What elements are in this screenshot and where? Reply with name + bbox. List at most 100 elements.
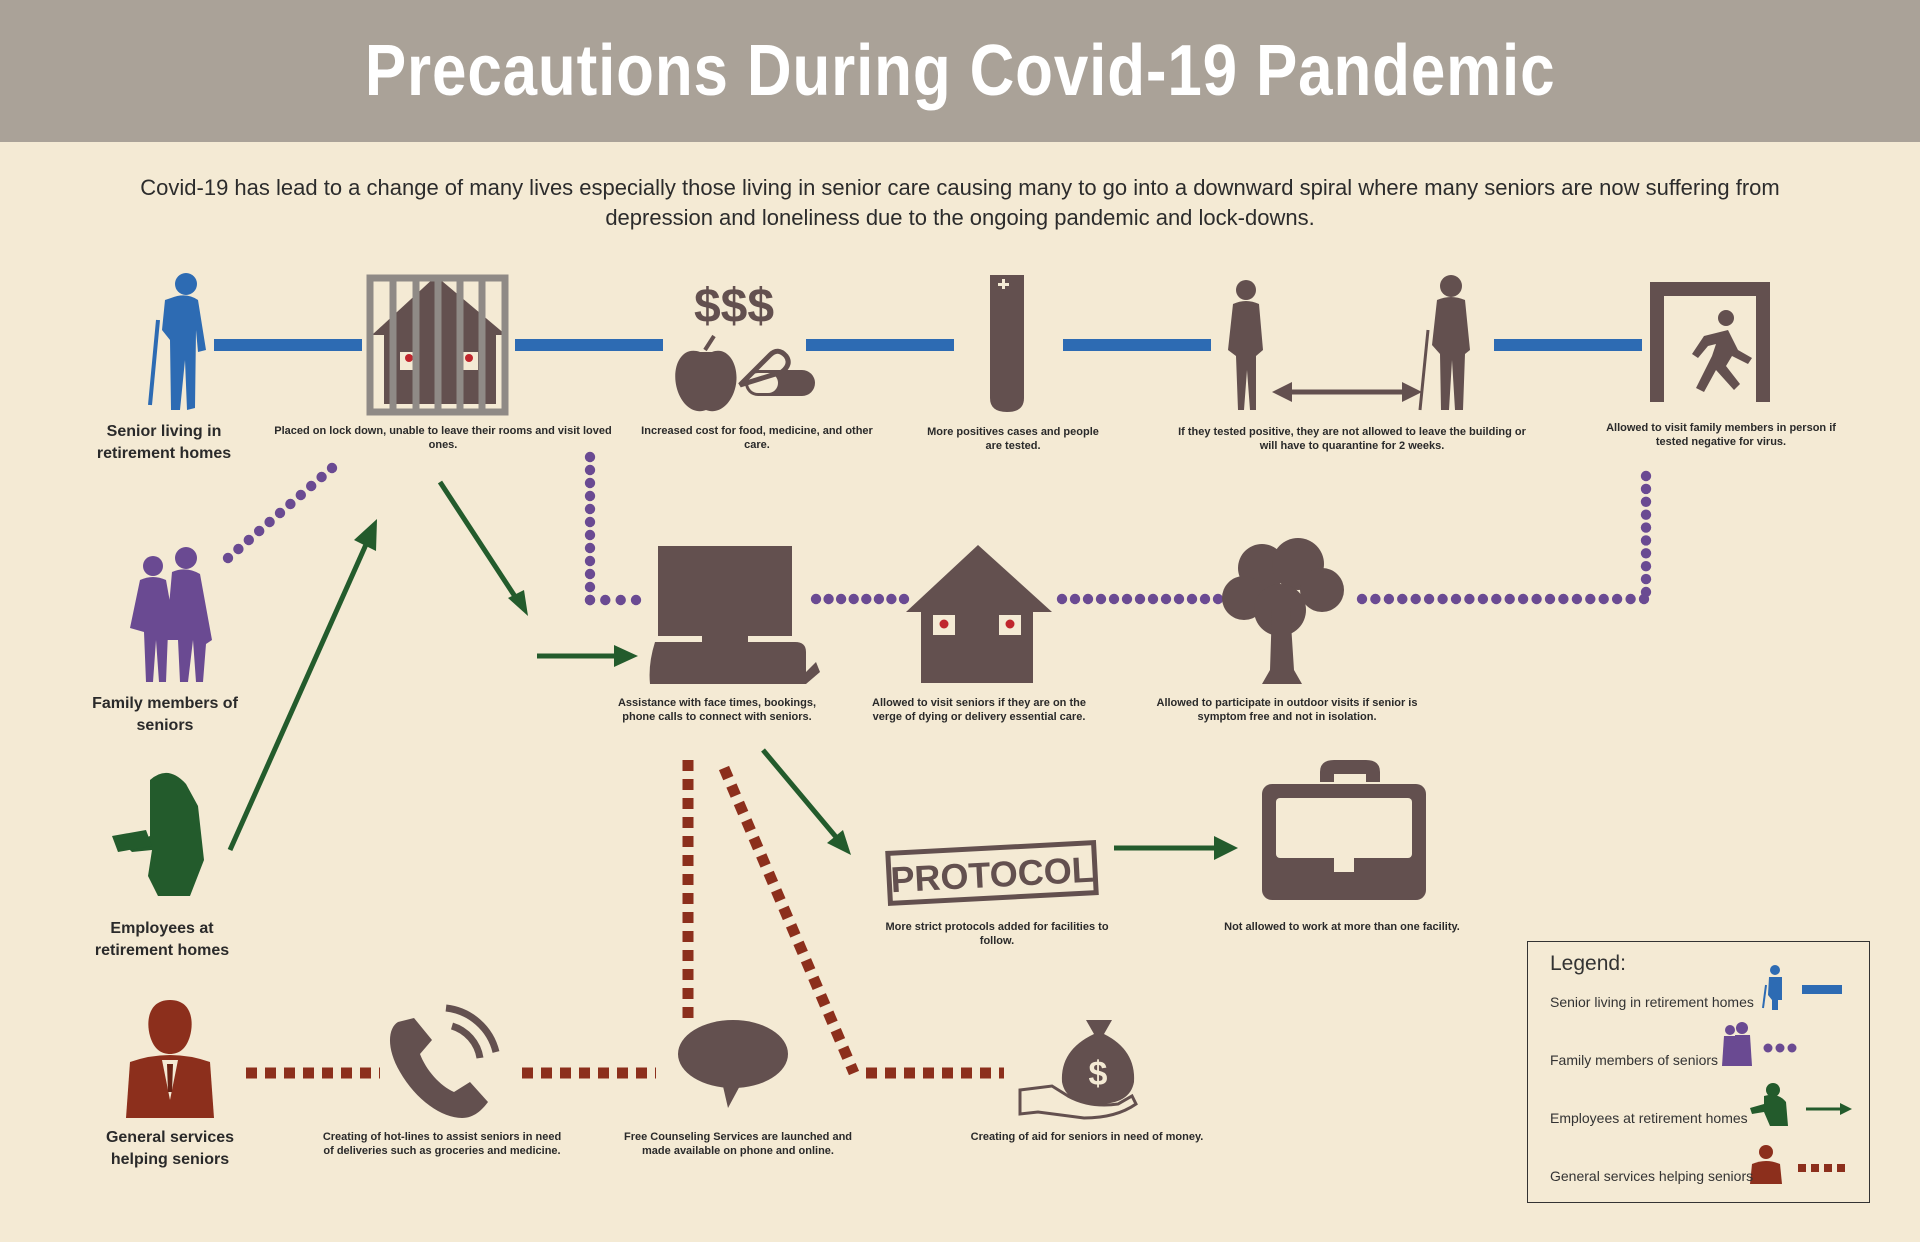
family-dot — [316, 471, 327, 483]
test-tube-icon — [990, 275, 1024, 412]
family-dot — [1531, 593, 1542, 605]
family-dot — [1121, 593, 1133, 605]
caption-quarantine: If they tested positive, they are not al… — [1178, 426, 1526, 452]
family-dot — [584, 542, 596, 554]
family-dot — [1423, 593, 1435, 605]
family-dot — [233, 543, 244, 555]
money-hand-icon: $ — [1018, 1020, 1138, 1120]
family-dot — [1558, 593, 1569, 605]
family-dot — [584, 581, 596, 593]
lockdown-house-icon — [366, 274, 509, 416]
senior-line — [214, 339, 362, 351]
family-dot — [615, 594, 626, 606]
caption-one-facility: Not allowed to work at more than one fac… — [1224, 921, 1460, 933]
exit-icon — [1650, 282, 1770, 402]
family-dot — [584, 503, 596, 515]
phone-icon — [390, 1004, 500, 1118]
legend-title: Legend: — [1550, 952, 1626, 975]
family-dot — [848, 593, 859, 605]
family-dot — [1212, 593, 1224, 605]
caption-outdoor: Allowed to participate in outdoor visits… — [1156, 697, 1418, 723]
family-dot — [326, 462, 338, 474]
family-dot — [1173, 593, 1185, 605]
family-dot — [1640, 470, 1652, 482]
family-dot — [1585, 593, 1596, 605]
legend-family-dot — [1775, 1043, 1785, 1053]
family-dot — [1069, 593, 1081, 605]
legend-employee-icon — [1750, 1083, 1788, 1126]
family-dot — [1410, 593, 1421, 605]
senior-connectors — [214, 339, 1642, 351]
header-banner: Precautions During Covid-19 Pandemic — [0, 0, 1920, 142]
family-dot — [1450, 593, 1462, 605]
family-dot — [1640, 496, 1652, 507]
family-dot — [222, 552, 234, 564]
family-dot — [295, 489, 306, 501]
family-dot — [584, 594, 596, 606]
family-dot — [1199, 593, 1211, 605]
family-dot — [1134, 593, 1146, 605]
family-dot — [861, 593, 872, 605]
legend-services-icon — [1750, 1145, 1782, 1184]
legend-family-icon — [1722, 1022, 1752, 1066]
family-dot — [898, 593, 910, 605]
legend-senior-line — [1802, 985, 1842, 994]
family-dot — [1477, 593, 1489, 605]
family-dot — [1571, 593, 1583, 605]
services-line — [718, 765, 860, 1076]
family-connectors — [222, 451, 1652, 606]
family-dot — [1640, 561, 1652, 572]
services-connectors — [246, 760, 1004, 1079]
employee-arrow-head — [614, 645, 638, 667]
family-dot — [1437, 593, 1448, 605]
family-dot — [1370, 593, 1381, 605]
caption-counseling: Free Counseling Services are launched an… — [623, 1131, 853, 1157]
family-dot — [1640, 522, 1652, 533]
family-dot — [1640, 509, 1652, 520]
family-dot — [823, 593, 834, 605]
legend-employee-arrow-head — [1840, 1103, 1852, 1115]
senior-line — [515, 339, 663, 351]
actor-label-employees: Employees at retirement homes — [94, 920, 230, 959]
family-dot — [1640, 573, 1652, 585]
family-dot — [1640, 586, 1652, 598]
family-dot — [584, 477, 596, 489]
legend-label-family: Family members of seniors — [1550, 1052, 1719, 1068]
family-dot — [1640, 535, 1652, 546]
family-dot — [584, 516, 596, 528]
family-dot — [1082, 593, 1094, 605]
family-dot — [584, 451, 596, 463]
protocol-stamp-icon: PROTOCOL — [885, 840, 1099, 906]
dollars-text: $$$ — [694, 280, 774, 333]
family-dot — [306, 480, 317, 492]
intro-text: Covid-19 has lead to a change of many li… — [140, 175, 1780, 230]
senior-line — [806, 339, 954, 351]
senior-person-icon — [148, 273, 206, 410]
caption-facetime: Assistance with face times, bookings, ph… — [617, 697, 817, 723]
computer-icon — [649, 546, 820, 684]
legend-family-dot — [1787, 1043, 1797, 1053]
quarantine-people-icon — [1228, 275, 1470, 411]
family-dot — [835, 593, 847, 605]
family-dot — [1517, 593, 1529, 605]
family-dot — [1491, 593, 1502, 605]
family-dot — [630, 594, 642, 606]
actor-label-senior: Senior living in retirement homes — [96, 423, 232, 462]
employee-arrow — [437, 480, 519, 600]
family-dot — [1147, 593, 1159, 605]
family-dot — [584, 555, 596, 567]
legend-label-senior: Senior living in retirement homes — [1550, 994, 1754, 1010]
family-dot — [584, 490, 596, 502]
employee-arrow-head — [508, 590, 528, 616]
family-dot — [243, 534, 254, 546]
family-dot — [285, 498, 296, 510]
caption-cost: Increased cost for food, medicine, and o… — [641, 425, 873, 451]
senior-line — [1063, 339, 1211, 351]
family-dot — [886, 593, 897, 605]
family-dot — [1611, 593, 1623, 605]
employee-arrows — [227, 480, 1238, 860]
family-dot — [810, 593, 822, 605]
legend-box: Legend: Senior living in retirement home… — [1527, 941, 1870, 1203]
